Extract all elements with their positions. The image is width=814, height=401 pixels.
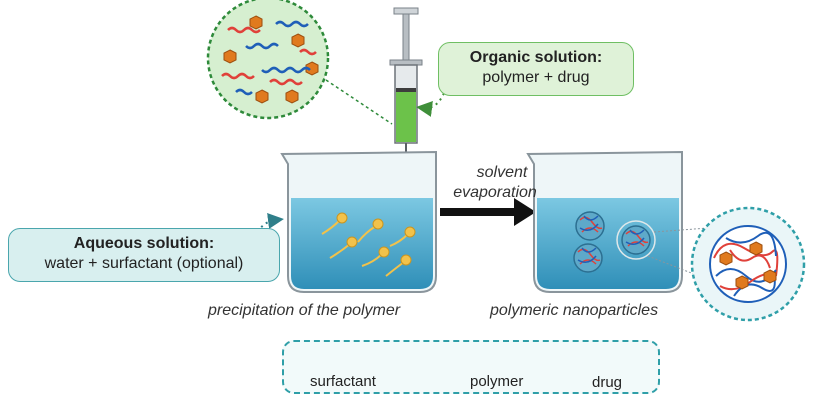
zoom-drug-particles (223, 15, 319, 104)
legend-surfactant-label: surfactant (310, 373, 376, 390)
nanoparticles-in-beaker (573, 211, 656, 273)
aqueous-solution-box: Aqueous solution: water + surfactant (op… (8, 228, 280, 282)
solvent-caption: solvent (476, 164, 528, 181)
legend-drug-label: drug (592, 374, 623, 391)
organic-zoom-circle (206, 0, 330, 120)
zoom-polymer-chains (221, 20, 317, 96)
legend-polymer-label: polymer (470, 373, 524, 390)
legend-box: surfactant polymer drug (282, 340, 660, 394)
aqueous-solution-subtitle: water + surfactant (optional) (44, 255, 244, 272)
aqueous-solution-title: Aqueous solution: (73, 235, 215, 252)
precipitation-caption: precipitation of the polymer (208, 302, 401, 319)
beaker-left (280, 150, 437, 293)
organic-solution-title: Organic solution: (469, 49, 603, 66)
beaker-right (526, 150, 683, 293)
organic-solution-box: Organic solution: polymer + drug (438, 42, 634, 96)
evaporation-caption: evaporation (453, 184, 537, 201)
process-arrow (440, 198, 536, 226)
nanoparticle-zoom-circle (690, 206, 806, 322)
organic-solution-subtitle: polymer + drug (482, 69, 590, 86)
nanoparticles-caption: polymeric nanoparticles (490, 302, 659, 319)
